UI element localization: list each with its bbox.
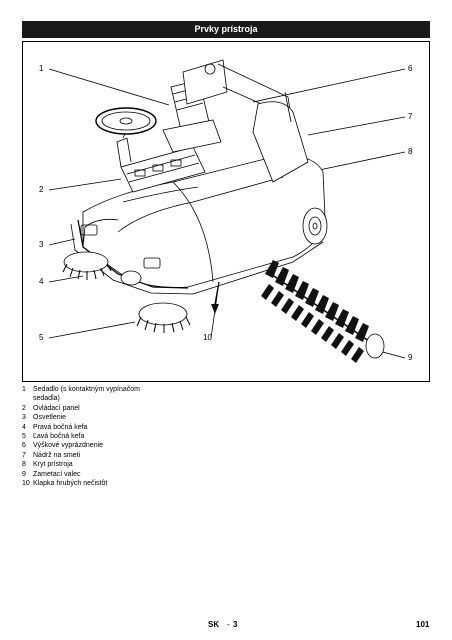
footer-section-page: 3 bbox=[233, 620, 238, 629]
callout-8: 8 bbox=[408, 147, 413, 156]
callout-3: 3 bbox=[39, 240, 44, 249]
machine-figure: 1 2 3 4 5 6 7 8 9 10 bbox=[22, 41, 430, 382]
callout-1: 1 bbox=[39, 64, 44, 73]
sweeper-illustration bbox=[48, 59, 406, 363]
callout-9: 9 bbox=[408, 353, 413, 362]
callout-10: 10 bbox=[203, 333, 212, 342]
callout-5: 5 bbox=[39, 333, 44, 342]
footer-page-number: 101 bbox=[416, 620, 430, 629]
section-title: Prvky prístroja bbox=[22, 21, 430, 38]
flap-arrowhead bbox=[211, 304, 219, 314]
callout-4: 4 bbox=[39, 277, 44, 286]
callout-2: 2 bbox=[39, 185, 44, 194]
footer-language: SK bbox=[208, 620, 220, 629]
callout-7: 7 bbox=[408, 112, 413, 121]
footer-separator: - bbox=[227, 620, 230, 629]
callout-6: 6 bbox=[408, 64, 413, 73]
